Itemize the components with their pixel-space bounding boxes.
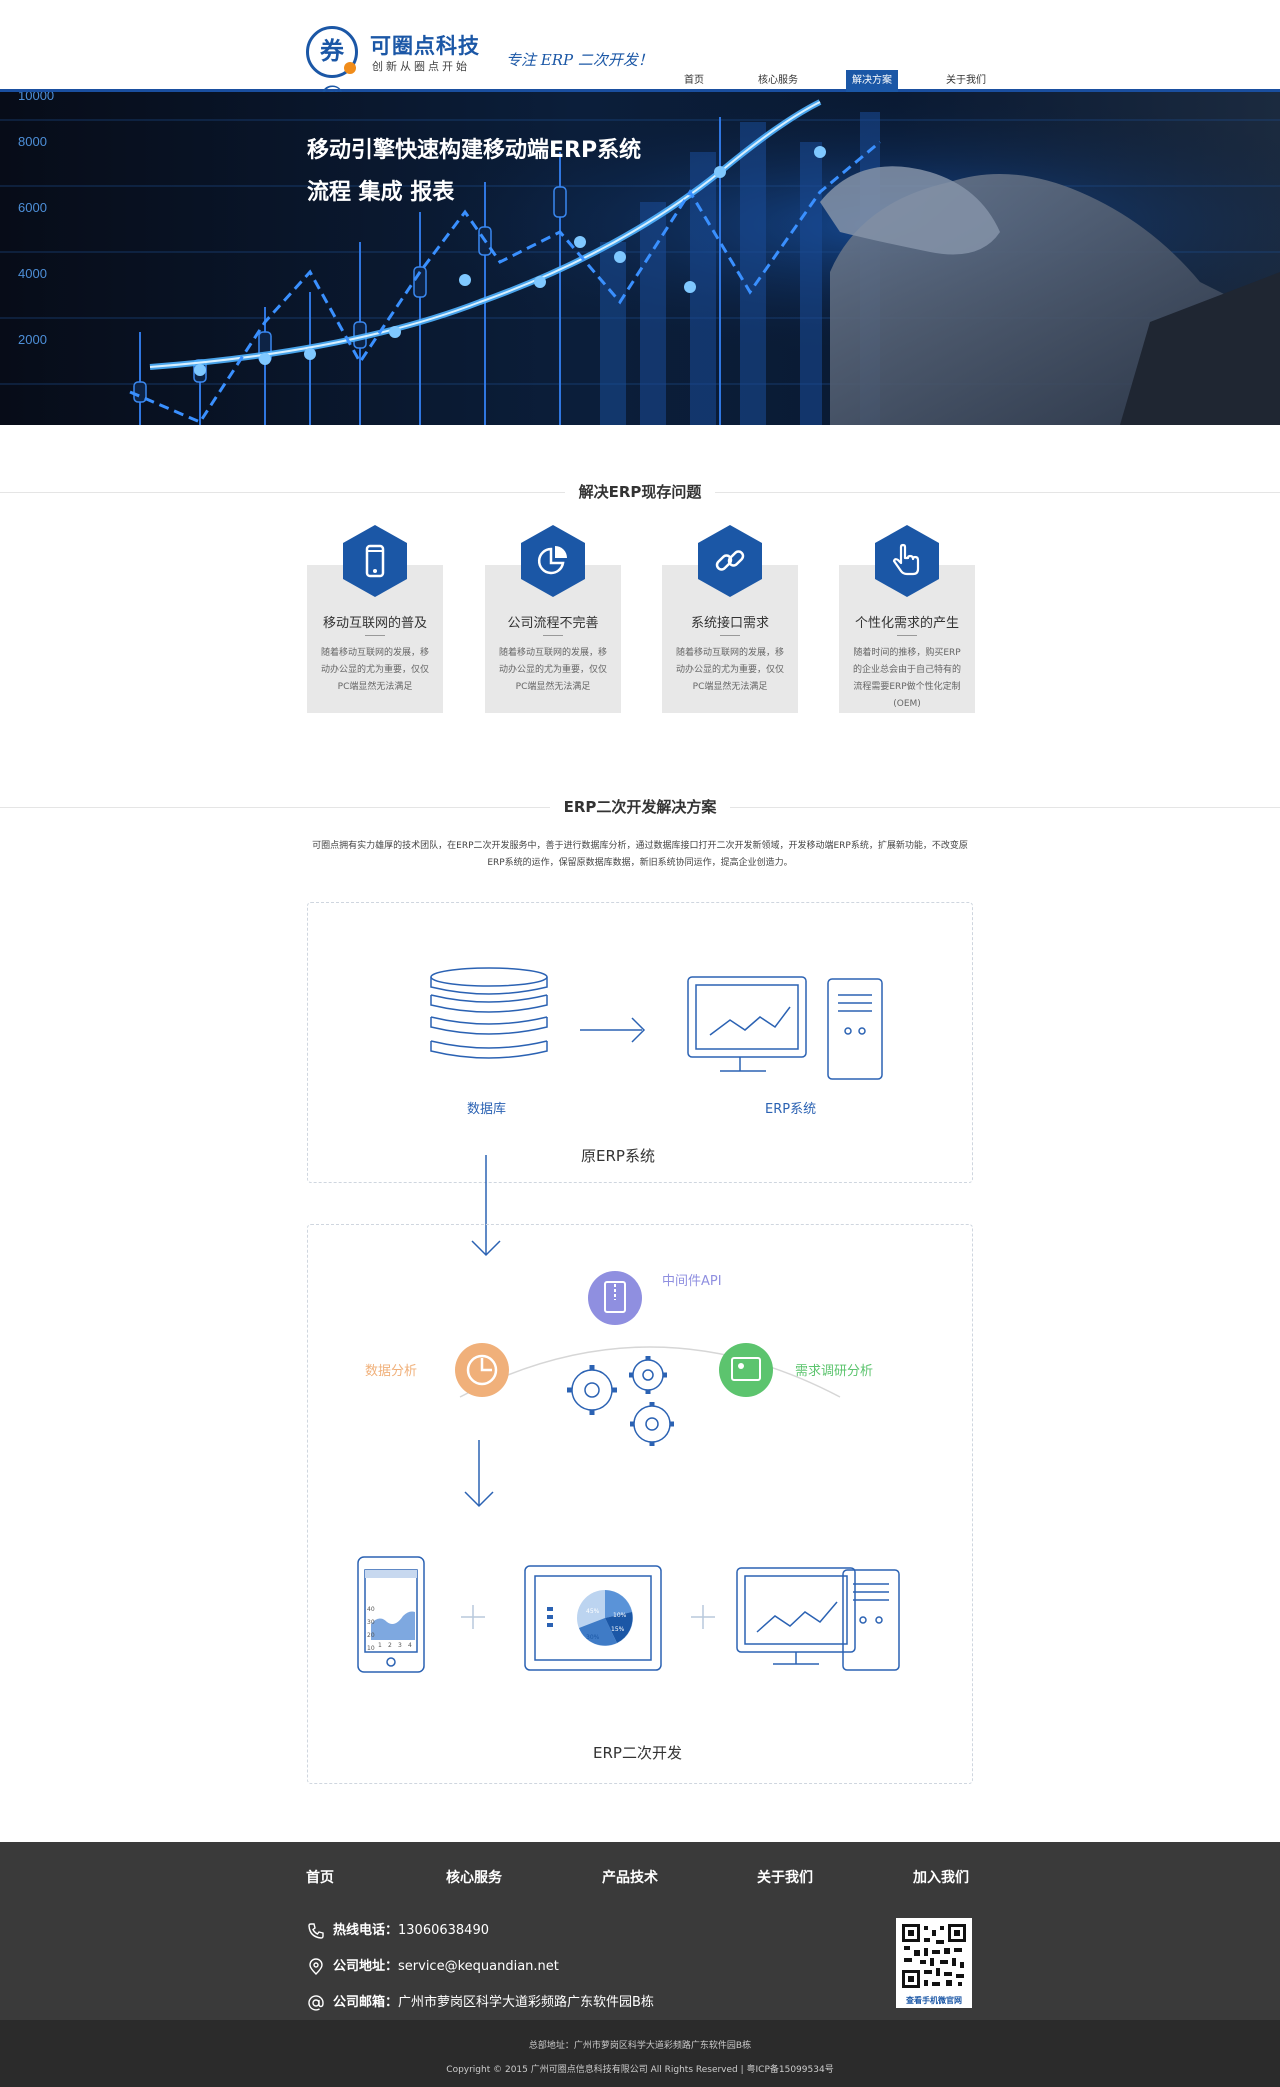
copyright: Copyright © 2015 广州可圈点信息科技有限公司 All Right…	[446, 2065, 834, 2075]
banner-tick-1: 10000	[18, 92, 55, 103]
card-title: 个性化需求的产生	[854, 616, 959, 631]
arrow-down-icon	[464, 1440, 494, 1508]
footer-nav-home[interactable]: 首页	[306, 1870, 334, 1886]
solution-intro: 可圈点拥有实力雄厚的技术团队，在ERP二次开发服务中，善于进行数据库分析，通过数…	[312, 841, 968, 868]
erp-system-label: ERP系统	[765, 1102, 817, 1117]
footer-nav-core-services[interactable]: 核心服务	[446, 1870, 502, 1886]
qr-caption: 查看手机微官网	[896, 1994, 972, 2008]
qr-code[interactable]	[896, 1918, 972, 1994]
pie-label-10: 10%	[613, 1612, 627, 1619]
card-desc: 随着移动互联网的发展，移动办公显的尤为重要，仅仅PC端显然无法满足	[498, 648, 607, 692]
qr-code-image	[900, 1922, 968, 1990]
nav-solutions[interactable]: 解决方案	[846, 70, 898, 92]
banner-subtitle: 流程 集成 报表	[307, 180, 455, 205]
card-title: 公司流程不完善	[507, 616, 599, 631]
card-title: 移动互联网的普及	[322, 616, 427, 631]
middleware-diagram	[455, 1271, 841, 1446]
problem-card-interface: 系统接口需求 随着移动互联网的发展，移动办公显的尤为重要，仅仅PC端显然无法满足	[662, 565, 798, 713]
legacy-erp-diagram	[430, 967, 883, 1080]
footer-nav-join[interactable]: 加入我们	[913, 1870, 969, 1886]
card-desc: 随着时间的推移，购买ERP的企业总会由于自己特有的流程需要ERP做个性化定制(O…	[852, 648, 961, 709]
database-label: 数据库	[467, 1102, 507, 1117]
footer-address: 公司地址：service@kequandian.net	[307, 1955, 559, 1976]
card-title: 系统接口需求	[690, 616, 769, 631]
middleware-api-label: 中间件API	[662, 1274, 722, 1289]
data-analysis-label: 数据分析	[365, 1364, 418, 1379]
hq-address: 总部地址：广州市萝岗区科学大道彩频路广东软件园B栋	[528, 2041, 752, 2051]
pie-label-30: 30%	[586, 1634, 600, 1641]
arrow-down-icon	[471, 1155, 501, 1257]
solution-title: ERP二次开发解决方案	[0, 796, 1280, 817]
card-desc: 随着移动互联网的发展，移动办公显的尤为重要，仅仅PC端显然无法满足	[320, 648, 429, 692]
banner-tick-5: 2000	[18, 332, 47, 347]
banner-tick-3: 6000	[18, 200, 47, 215]
hand-pointer-icon	[875, 525, 939, 597]
nav-core-services[interactable]: 核心服务	[758, 75, 798, 86]
slogan: 专注 ERP 二次开发！	[506, 51, 653, 69]
footer-nav-products[interactable]: 产品技术	[602, 1870, 658, 1886]
footer-email: 公司邮箱：广州市萝岗区科学大道彩频路广东软件园B栋	[307, 1991, 654, 2012]
banner-tick-4: 4000	[18, 266, 47, 281]
brand-tagline: 创新从圈点开始	[372, 60, 470, 73]
legacy-erp-box	[307, 902, 973, 1183]
at-sign-icon	[308, 1994, 324, 2011]
footer-hotline: 热线电话：13060638490	[307, 1919, 489, 1940]
pie-label-15: 15%	[611, 1626, 625, 1633]
requirement-research-label: 需求调研分析	[795, 1364, 874, 1379]
main-nav: 首页 核心服务 解决方案 关于我们	[678, 70, 1034, 92]
banner-tick-2: 8000	[18, 134, 47, 149]
location-pin-icon	[309, 1957, 323, 1975]
phone-icon	[308, 1922, 324, 1939]
problems-title: 解决ERP现存问题	[0, 481, 1280, 502]
banner-title: 移动引擎快速构建移动端ERP系统	[307, 138, 642, 163]
hero-banner: 10000 8000 6000 4000 2000 移动引擎快速构建移动端ERP…	[0, 92, 1280, 425]
pie-chart-icon	[521, 525, 585, 597]
erp-secondary-dev-box	[307, 1224, 973, 1784]
banner-graphic	[0, 92, 1280, 425]
problem-card-custom: 个性化需求的产生 随着时间的推移，购买ERP的企业总会由于自己特有的流程需要ER…	[839, 565, 975, 713]
link-icon	[698, 525, 762, 597]
nav-about[interactable]: 关于我们	[946, 75, 986, 86]
pie-label-45: 45%	[586, 1608, 600, 1615]
card-desc: 随着移动互联网的发展，移动办公显的尤为重要，仅仅PC端显然无法满足	[675, 648, 784, 692]
secondary-dev-caption: ERP二次开发	[593, 1744, 682, 1762]
multi-device-diagram	[357, 1556, 900, 1673]
footer-nav-about[interactable]: 关于我们	[757, 1870, 813, 1886]
site-header: 券@ 可圈点科技 创新从圈点开始 专注 ERP 二次开发！ 首页 核心服务 解决…	[0, 0, 1280, 109]
nav-home[interactable]: 首页	[684, 75, 704, 86]
brand-name: 可圈点科技	[370, 34, 480, 58]
legacy-erp-caption: 原ERP系统	[581, 1147, 655, 1165]
logo[interactable]: 券@ 可圈点科技 创新从圈点开始	[306, 26, 482, 109]
logo-dot	[344, 62, 356, 74]
footer-bottom-bar	[0, 2020, 1280, 2087]
